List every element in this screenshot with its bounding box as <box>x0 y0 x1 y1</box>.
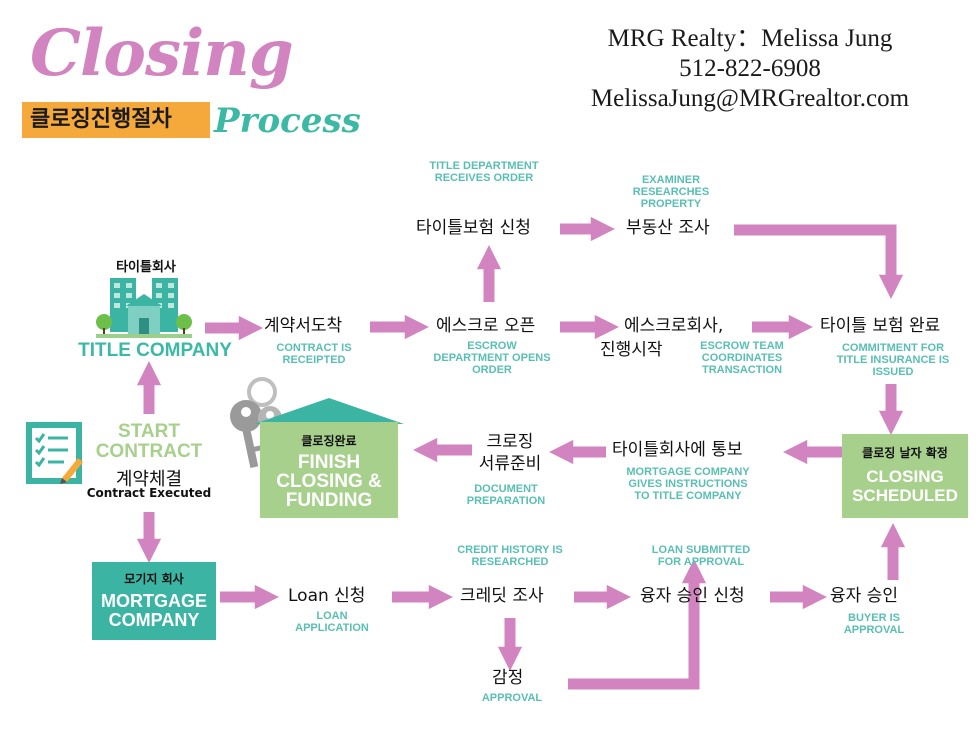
finish-box-korean: 클로징완료 <box>301 434 357 448</box>
title-done-english: COMMITMENT FOR TITLE INSURANCE IS ISSUED <box>836 342 950 378</box>
closing-scheduled-english: CLOSING SCHEDULED <box>852 467 958 505</box>
property-research-english: EXAMINER RESEARCHES PROPERTY <box>632 174 710 210</box>
contract-receipted-korean: 계약서도착 <box>264 316 343 336</box>
ribbon-korean-text: 클로징진행절차 <box>30 107 172 132</box>
title-done-korean: 타이틀 보험 완료 <box>820 316 941 336</box>
checklist-icon <box>26 422 83 484</box>
documents-english: DOCUMENT PREPARATION <box>466 483 546 507</box>
documents-korean-2: 서류준비 <box>478 454 542 474</box>
page-title: Closing <box>30 16 294 91</box>
page-subtitle: Process <box>214 101 361 141</box>
mortgage-company-box: 모기지 회사 MORTGAGE COMPANY <box>92 562 216 640</box>
loan-approved-english: BUYER IS APPROVAL <box>843 612 905 636</box>
contact-email: MelissaJung@MRGrealtor.com <box>590 85 910 112</box>
loan-approval-apply-korean: 융자 승인 신청 <box>640 586 745 606</box>
arrow-research-down <box>734 224 904 299</box>
escrow-open-korean: 에스크로 오픈 <box>436 316 536 336</box>
contract-receipted-english: CONTRACT IS RECEIPTED <box>276 342 352 366</box>
appraisal-english: APPROVAL <box>481 692 543 704</box>
credit-check-english: CREDIT HISTORY IS RESEARCHED <box>457 544 563 568</box>
finish-closing-box: 클로징완료 FINISH CLOSING & FUNDING <box>260 422 398 518</box>
ribbon-shape <box>22 102 210 138</box>
notify-title-english: MORTGAGE COMPANY GIVES INSTRUCTIONS TO T… <box>626 466 750 502</box>
house-roof-icon <box>254 398 404 424</box>
notify-title-korean: 타이틀회사에 통보 <box>612 440 743 460</box>
escrow-company-english: ESCROW TEAM COORDINATES TRANSACTION <box>700 340 784 376</box>
appraisal-korean: 감정 <box>492 668 524 688</box>
mortgage-company-korean: 모기지 회사 <box>124 572 184 586</box>
mortgage-company-english: MORTGAGE COMPANY <box>101 591 207 630</box>
title-apply-english: TITLE DEPARTMENT RECEIVES ORDER <box>429 160 539 184</box>
contact-block: MRG Realty：Melissa Jung 512-822-6908 Mel… <box>550 24 950 114</box>
closing-scheduled-box: 클로징 날자 확정 CLOSING SCHEDULED <box>842 434 968 518</box>
loan-apply-korean: Loan 신청 <box>288 586 366 606</box>
documents-korean-1: 크로징 <box>486 432 534 452</box>
escrow-company-korean-2: 진행시작 <box>600 340 663 360</box>
finish-box-english: FINISH CLOSING & FUNDING <box>276 452 382 511</box>
contact-phone: 512-822-6908 <box>679 55 821 82</box>
title-company-korean: 타이틀회사 <box>116 260 176 275</box>
building-icon <box>96 278 192 338</box>
start-contract-english-sub: Contract Executed <box>86 486 212 500</box>
closing-scheduled-korean: 클로징 날자 확정 <box>862 446 948 460</box>
start-contract-korean: 계약체결 <box>115 469 183 490</box>
title-company-english: TITLE COMPANY <box>78 340 232 361</box>
contact-name: MRG Realty：Melissa Jung <box>607 25 893 52</box>
loan-approved-korean: 융자 승인 <box>830 586 898 606</box>
escrow-open-english: ESCROW DEPARTMENT OPENS ORDER <box>433 340 551 376</box>
loan-approval-apply-english: LOAN SUBMITTED FOR APPROVAL <box>651 544 751 568</box>
escrow-company-korean-1: 에스크로회사, <box>624 316 724 336</box>
loan-apply-english: LOAN APPLICATION <box>295 610 369 634</box>
title-ribbon <box>22 102 210 138</box>
arrow-appraisal-to-approvalapply <box>568 559 707 690</box>
title-apply-korean: 타이틀보험 신청 <box>416 218 531 238</box>
property-research-korean: 부동산 조사 <box>626 218 710 238</box>
start-contract-label: START CONTRACT <box>95 421 203 462</box>
credit-check-korean: 크레딧 조사 <box>460 586 544 606</box>
